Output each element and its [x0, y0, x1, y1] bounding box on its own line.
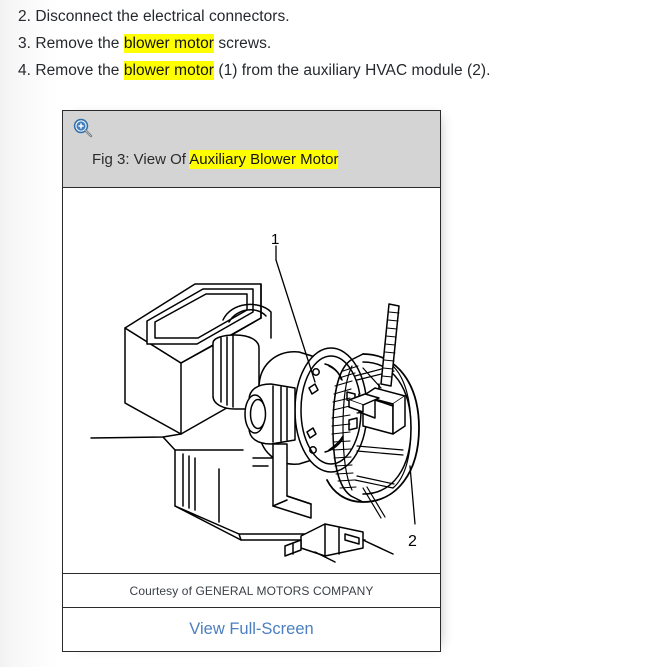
zoom-in-icon[interactable]: [72, 117, 94, 139]
figure-header: Fig 3: View Of Auxiliary Blower Motor: [63, 111, 440, 187]
figure-title-text-0: Fig 3: View Of: [92, 151, 190, 168]
procedure-step-3: 3. Remove the blower motor screws.: [18, 30, 658, 57]
step-3-text-2: screws.: [214, 35, 272, 52]
figure-illustration: 1 2: [63, 187, 440, 573]
step-4-text-2: (1) from the auxiliary HVAC module (2).: [214, 62, 491, 79]
callout-label-2: 2: [408, 533, 417, 550]
procedure-step-2: 2. Disconnect the electrical connectors.: [18, 3, 658, 30]
step-4-text-0: 4. Remove the: [18, 62, 124, 79]
blower-motor-line-drawing: 1 2: [90, 231, 420, 563]
step-3-text-0: 3. Remove the: [18, 35, 124, 52]
view-full-screen-link[interactable]: View Full-Screen: [189, 620, 314, 638]
step-4-highlight-1: blower motor: [123, 61, 214, 80]
figure-title: Fig 3: View Of Auxiliary Blower Motor: [92, 150, 339, 169]
figure-card: Fig 3: View Of Auxiliary Blower Motor: [62, 110, 441, 652]
figure-title-highlight-1: Auxiliary Blower Motor: [189, 150, 339, 169]
figure-credit: Courtesy of GENERAL MOTORS COMPANY: [63, 573, 440, 607]
step-2-text-0: 2. Disconnect the electrical connectors.: [18, 8, 290, 25]
step-3-highlight-1: blower motor: [123, 34, 214, 53]
callout-label-1: 1: [271, 231, 279, 248]
procedure-step-4: 4. Remove the blower motor (1) from the …: [18, 57, 658, 84]
procedure-step-list: 2. Disconnect the electrical connectors.…: [18, 3, 658, 84]
figure-fullscreen-bar: View Full-Screen: [63, 607, 440, 651]
